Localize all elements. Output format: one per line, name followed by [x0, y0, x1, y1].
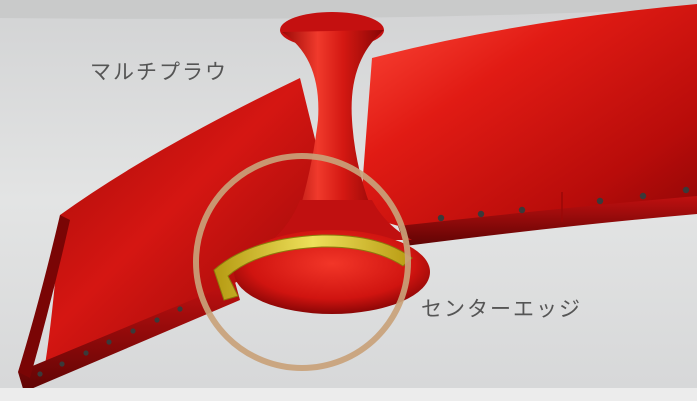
center-edge-label: センターエッジ	[421, 293, 582, 323]
multi-plow-label: マルチプラウ	[90, 56, 228, 86]
bolt	[37, 371, 42, 376]
bolt	[154, 317, 159, 322]
bolt	[438, 215, 444, 221]
bolt	[83, 350, 88, 355]
bolt	[106, 339, 111, 344]
bolt	[640, 193, 646, 199]
bolt	[478, 211, 484, 217]
bolt	[177, 306, 182, 311]
bolt	[130, 328, 135, 333]
bolt	[683, 187, 689, 193]
bolt	[59, 361, 64, 366]
bottom-strip	[0, 388, 697, 401]
bolt	[519, 207, 525, 213]
bolt	[597, 198, 603, 204]
